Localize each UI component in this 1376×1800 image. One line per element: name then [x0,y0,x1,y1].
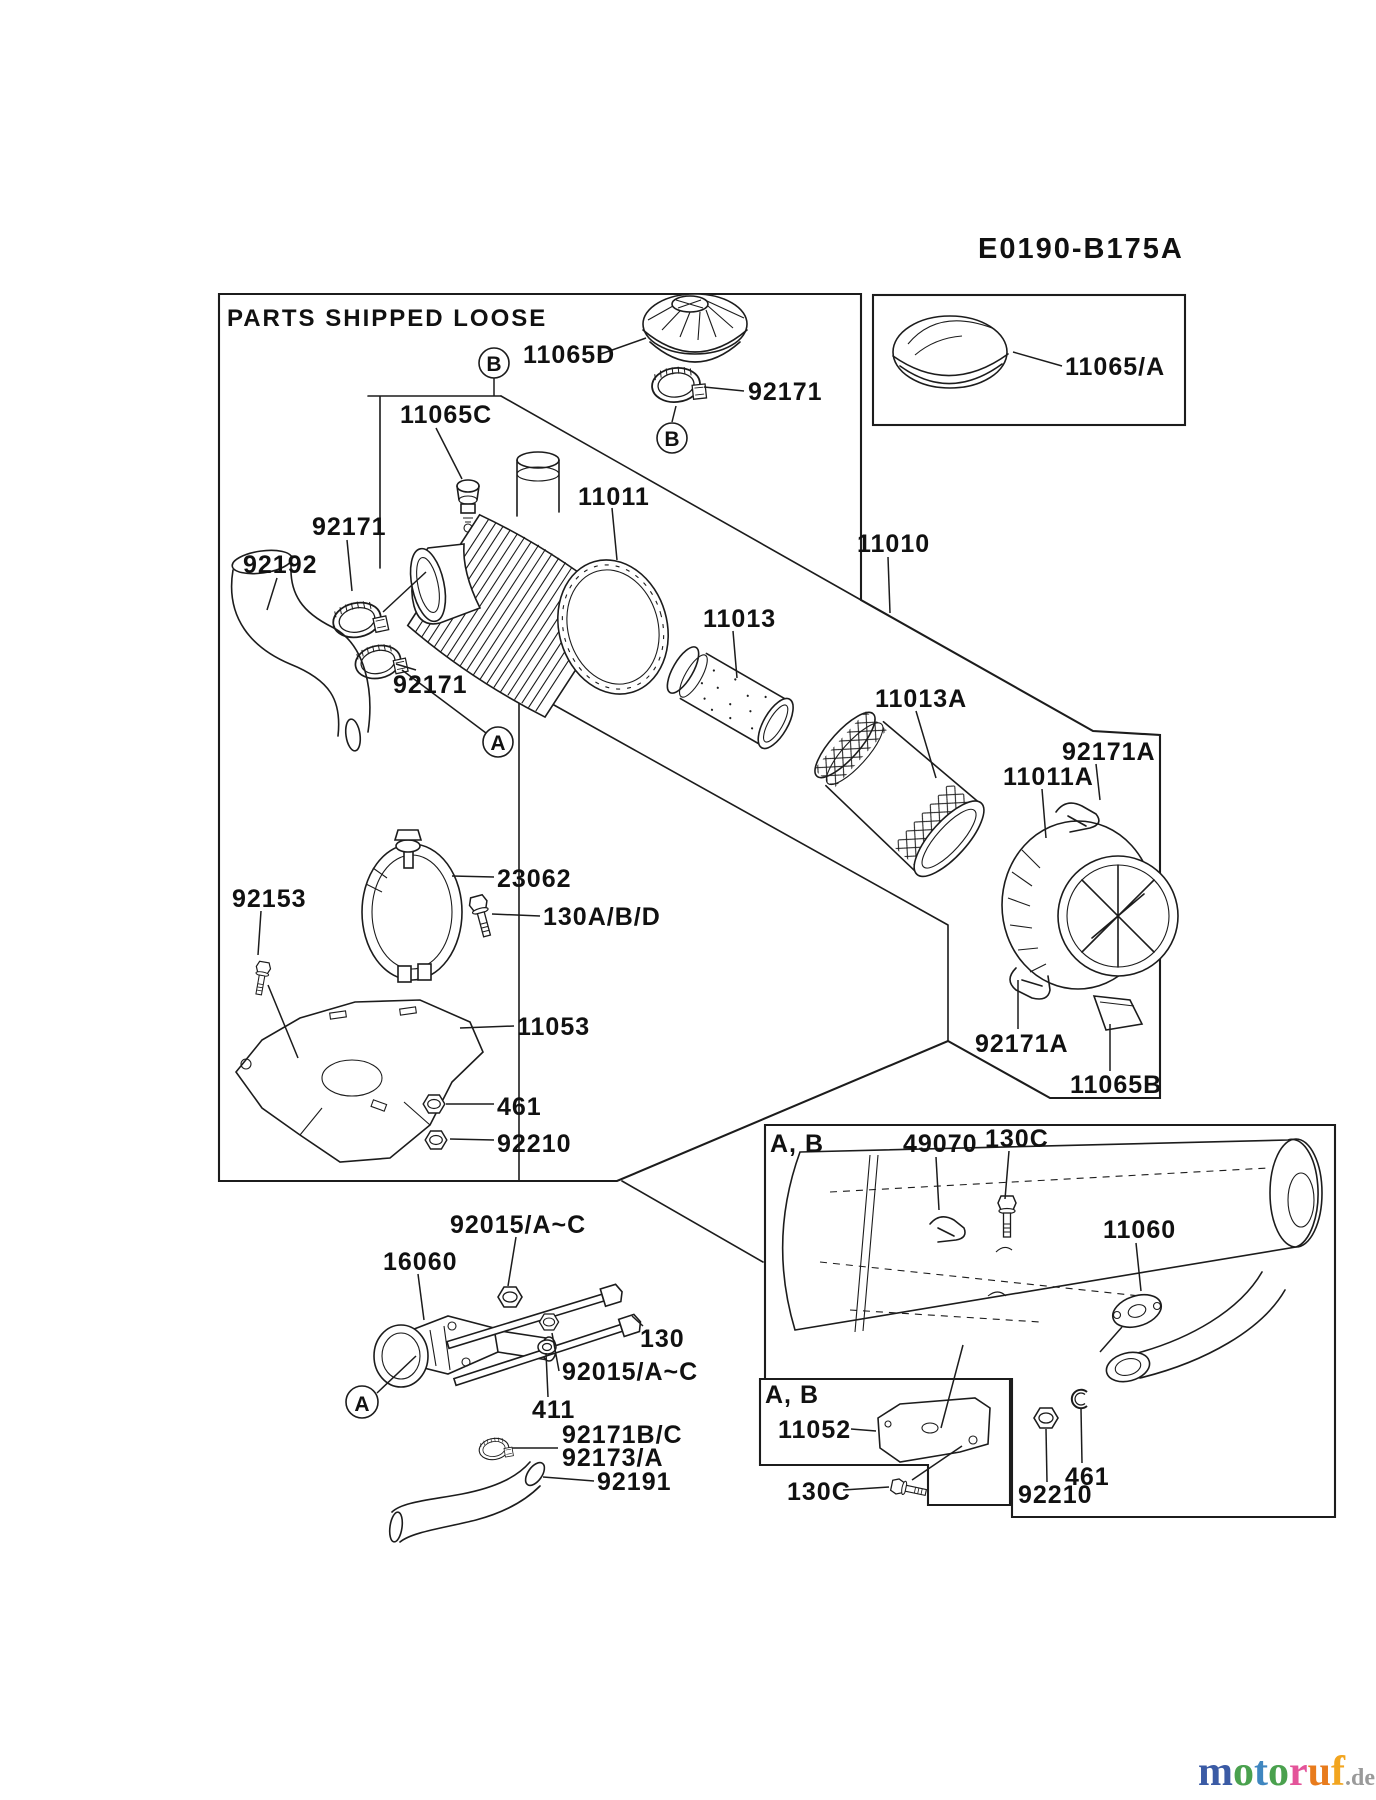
housing-11011A-drawing [1001,802,1179,1031]
callout-letter-a-mid: A [490,732,505,755]
bolt-130-b-drawing [452,1313,642,1387]
part-label-11011: 11011 [578,483,650,511]
part-label-11065A: 11065/A [1065,353,1165,381]
part-label-49070: 49070 [903,1130,978,1158]
watermark-logo: motoruf.de [1198,1749,1375,1795]
group-outlines [217,292,1337,1519]
nut-92015-top-drawing [497,1286,523,1308]
callout-letter-a-bottom: A [354,1393,369,1416]
leader-lines [257,337,1142,1491]
part-label-92171-l1: 92171 [312,513,387,541]
box-link-line [621,1180,764,1263]
part-label-16060: 16060 [383,1248,458,1276]
ering-461-right-drawing [1070,1388,1088,1410]
part-label-92171BC: 92171B/C [562,1421,683,1449]
callout-letter-b-mid: B [664,428,679,451]
part-label-130C-b: 130C [787,1478,851,1506]
part-label-92192: 92192 [243,551,318,579]
clamp-92171BC-drawing [476,1434,515,1463]
element-11013A-drawing [813,711,985,878]
callout-circle-a-bottom [345,1385,379,1419]
watermark-suffix: .de [1345,1765,1375,1791]
hose-92191-drawing [388,1461,546,1543]
part-label-11052: 11052 [778,1416,851,1444]
part-label-92171A-t: 92171A [1062,738,1156,766]
part-label-92210-l: 92210 [497,1130,572,1158]
part-label-461-r: 461 [1065,1463,1110,1491]
part-label-92015-b: 92015/A~C [562,1358,698,1386]
hose-92192-drawing [230,549,371,752]
part-label-92015-t: 92015/A~C [450,1211,586,1239]
callout-letter-b-top: B [486,353,501,376]
screw-92153-drawing [251,960,273,997]
clamp-92171-left1-drawing [328,595,390,643]
callout-circle-b-top [478,347,510,379]
clamp-23062-drawing [361,829,463,983]
part-label-92210-r: 92210 [1018,1481,1093,1509]
cap-11065D-drawing [642,293,748,363]
parts-shipped-loose-title: PARTS SHIPPED LOOSE [227,305,547,332]
part-label-92171A-b: 92171A [975,1030,1069,1058]
part-label-130C-t: 130C [985,1125,1049,1153]
nut-92210-right-drawing [1033,1407,1059,1429]
clamp-92171-top-drawing [649,363,708,406]
cap-11065A-box [871,293,1187,427]
part-label-92171-l2: 92171 [393,671,468,699]
part-label-23062: 23062 [497,865,572,893]
part-label-11010: 11010 [857,530,930,558]
bracket-11053-drawing [234,999,484,1163]
parts-shipped-loose-box [217,292,1162,1183]
part-label-11065D: 11065D [523,341,615,369]
bolt-130C-bottom-drawing [889,1477,929,1501]
nut-92015-bottom-drawing [538,1313,560,1331]
nut-461-left-drawing [422,1094,446,1114]
gasket-11060-drawing [1111,1293,1163,1329]
air-cleaner-body-11011-drawing [406,451,669,719]
part-label-411: 411 [532,1396,575,1424]
bolt-130-a-drawing [445,1283,623,1350]
bolt-130ABD-drawing [466,893,497,940]
assembly-notch-line [544,699,949,1042]
part-label-92153: 92153 [232,885,307,913]
diagram-code: E0190-B175A [978,233,1184,265]
part-label-92191: 92191 [597,1468,672,1496]
muffler-49070-drawing [781,1138,1323,1383]
assembly-diagonal-line [500,395,862,601]
part-label-92171-b: 92171 [748,378,823,406]
part-label-130: 130 [640,1325,685,1353]
part-label-11065B: 11065B [1070,1071,1162,1099]
part-label-461-l: 461 [497,1093,542,1121]
part-label-11065C: 11065C [400,401,492,429]
bracket-group-box [758,1377,1012,1507]
cap-11065A-drawing [892,315,1009,389]
nut-92210-left-drawing [424,1130,448,1150]
intake-16060-drawing [373,1315,557,1388]
callout-circle-b-mid [656,422,688,454]
group-label-ab-2: A, B [765,1381,819,1409]
part-label-11011A: 11011A [1003,763,1094,791]
part-label-130ABD: 130A/B/D [543,903,661,931]
callout-bracket-line [367,395,502,569]
part-label-11013A: 11013A [875,685,967,713]
callout-circle-a-mid [482,726,514,758]
callout-circles: B B A A [345,347,688,1419]
part-label-11053: 11053 [517,1013,590,1041]
part-label-11060: 11060 [1103,1216,1176,1244]
part-label-92173A: 92173/A [562,1444,664,1472]
part-label-11013: 11013 [703,605,776,633]
element-11013-drawing [666,646,794,750]
group-label-ab-1: A, B [770,1130,824,1158]
bracket-11052-drawing [877,1397,991,1463]
